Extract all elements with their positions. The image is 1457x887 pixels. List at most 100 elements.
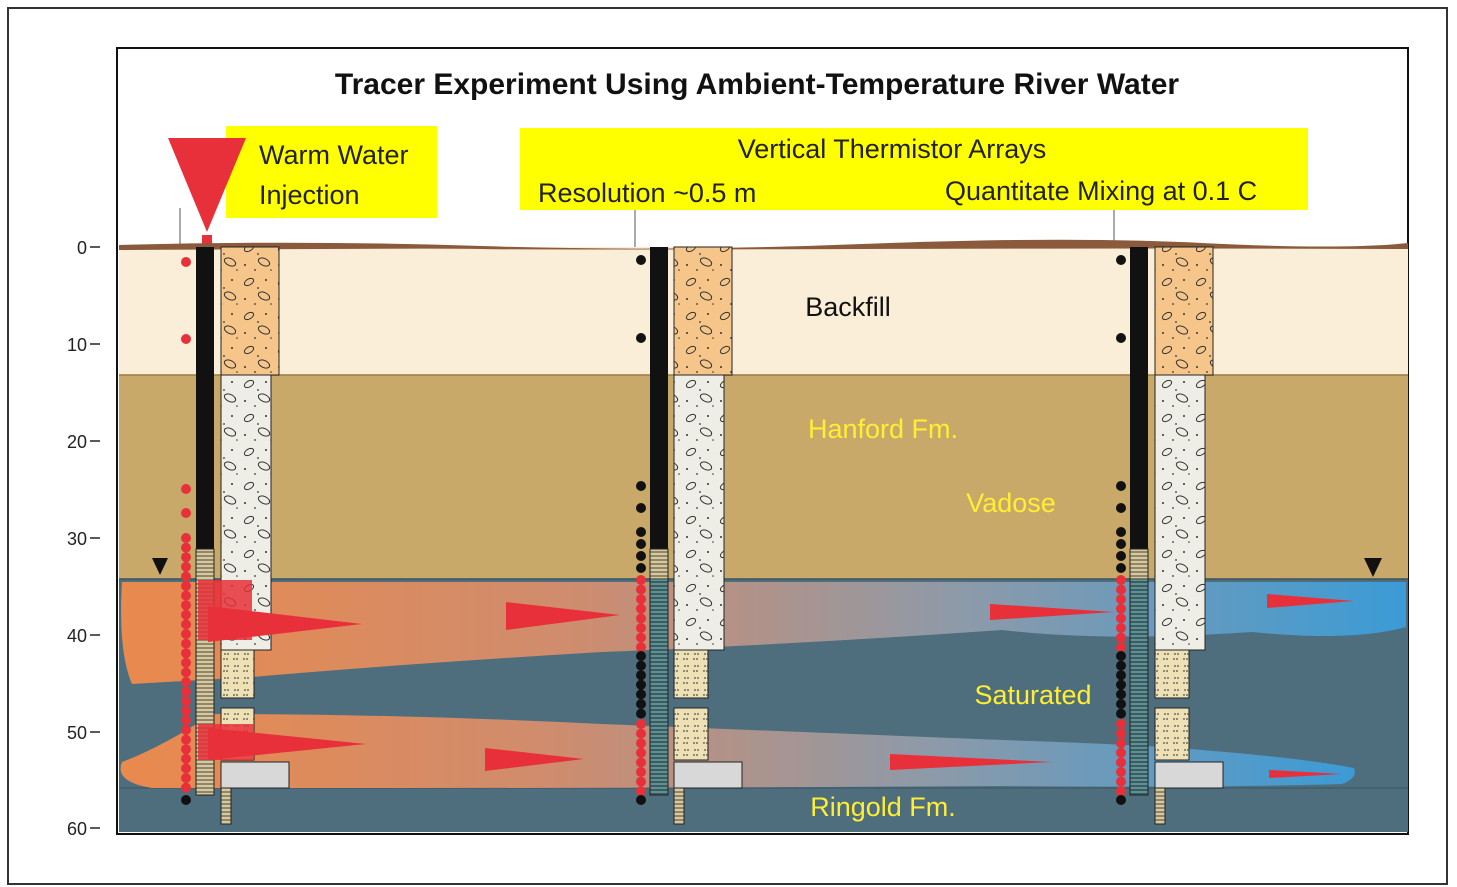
water-table-left-icon	[152, 558, 168, 575]
thermistor-dot	[181, 571, 191, 582]
thermistor-dot	[1116, 594, 1126, 605]
flow-arrow-icon	[990, 604, 1114, 620]
tracer-diagram: Tracer Experiment Using Ambient-Temperat…	[67, 47, 1409, 839]
thermistor-dot	[636, 539, 646, 549]
thermistor-dot	[1116, 660, 1126, 671]
thermistor-dot	[1116, 642, 1126, 653]
thermistor-dot	[636, 481, 646, 491]
thermistor-dot	[1116, 708, 1126, 719]
injection-well-sensors	[181, 257, 191, 805]
thermistor-dot	[636, 575, 646, 585]
thermistor-dot	[636, 728, 646, 739]
layer-label-ringold: Ringold Fm.	[810, 792, 956, 822]
thermistor-dot	[181, 715, 191, 726]
thermistor-dot	[636, 632, 646, 643]
thermistor-dot	[636, 767, 646, 777]
depth-tick-label: 60	[67, 819, 87, 839]
thermistor-dot	[181, 533, 191, 543]
layer-label-saturated: Saturated	[974, 680, 1091, 710]
thermistor-dot	[636, 255, 646, 265]
ground-surface	[119, 239, 1408, 250]
thermistor-dot	[181, 725, 191, 735]
thermistor-dot	[636, 527, 646, 537]
thermistor-dot	[181, 552, 191, 563]
thermistor-dot	[1116, 603, 1126, 614]
arrays-callout-box	[520, 128, 1308, 210]
thermistor-dot	[181, 667, 191, 678]
thermistor-dot	[181, 257, 191, 267]
thermistor-dot	[1116, 575, 1126, 585]
thermistor-dot	[636, 689, 646, 700]
thermistor-dot	[636, 563, 646, 573]
thermistor-dot	[1116, 527, 1126, 537]
layer-hanford	[119, 375, 1408, 579]
depth-tick-label: 40	[67, 626, 87, 646]
injection-point	[202, 235, 212, 247]
thermistor-dot	[636, 670, 646, 681]
flow-arrow-icon	[1269, 770, 1342, 778]
thermistor-dot	[1116, 699, 1126, 709]
flow-arrow-icon	[485, 748, 584, 771]
thermistor-dot	[181, 795, 191, 805]
thermistor-dot	[1116, 651, 1126, 661]
thermistor-array-2	[649, 246, 743, 825]
thermistor-dot	[636, 699, 646, 709]
thermistor-dot	[1116, 503, 1126, 513]
thermistor-dot	[636, 747, 646, 758]
thermistor-dot	[1116, 333, 1126, 343]
thermistor-dot	[181, 763, 191, 774]
injection-marker-icon	[168, 138, 246, 232]
thermistor-dot	[181, 581, 191, 591]
thermistor-dot	[636, 719, 646, 729]
layer-label-hanford: Hanford Fm.	[808, 414, 958, 444]
thermistor-dot	[1116, 255, 1126, 265]
thermistor-dot	[636, 623, 646, 633]
depth-tick-label: 20	[67, 432, 87, 452]
thermistor-dot	[1116, 767, 1126, 777]
thermistor-dot	[181, 686, 191, 697]
layer-label-vadose: Vadose	[966, 488, 1056, 518]
thermistor-dot	[1116, 757, 1126, 768]
thermistor-dot	[1116, 776, 1126, 787]
water-table-right-icon	[1364, 558, 1382, 577]
thermistor-dot	[1116, 795, 1126, 805]
layer-backfill	[119, 247, 1408, 375]
thermistor-dot	[181, 561, 191, 572]
thermistor-dot	[181, 677, 191, 687]
thermistor-dot	[181, 773, 191, 783]
resolution-label: Resolution ~0.5 m	[538, 178, 756, 208]
thermistor-dot	[636, 708, 646, 719]
thermistor-dot	[181, 744, 191, 755]
thermistor-array-3	[1129, 246, 1224, 825]
thermistor-dot	[181, 696, 191, 707]
thermistor-dot	[1116, 728, 1126, 739]
depth-axis: 0 10 20 30 40 50 60	[67, 238, 100, 839]
thermistor-dot	[636, 757, 646, 768]
thermistor-dot	[636, 651, 646, 661]
thermistor-dot	[1116, 623, 1126, 633]
thermistor-dot	[636, 551, 646, 561]
thermistor-dot	[1116, 670, 1126, 681]
thermistor-dot	[181, 782, 191, 793]
injection-label-line2: Injection	[259, 180, 360, 210]
flow-arrow-icon	[506, 602, 620, 630]
thermistor-dot	[1116, 551, 1126, 561]
thermistor-dot	[636, 679, 646, 690]
injection-callout-box	[226, 126, 437, 218]
layer-label-backfill: Backfill	[805, 292, 891, 322]
flow-arrow-icon	[890, 754, 1052, 770]
depth-tick-label: 50	[67, 723, 87, 743]
flow-arrow-icon	[208, 606, 362, 642]
thermistor-dot	[1116, 539, 1126, 549]
upper-tracer-plume	[121, 582, 1407, 684]
thermistor-dot	[1116, 481, 1126, 491]
thermistor-dot	[636, 786, 646, 797]
thermistor-dot	[181, 334, 191, 344]
thermistor-array-3-sensors	[1116, 255, 1126, 805]
thermistor-dot	[636, 594, 646, 605]
thermistor-dot	[1116, 584, 1126, 595]
thermistor-dot	[1116, 563, 1126, 573]
thermistor-dot	[636, 603, 646, 614]
thermistor-dot	[636, 584, 646, 595]
thermistor-dot	[181, 753, 191, 764]
